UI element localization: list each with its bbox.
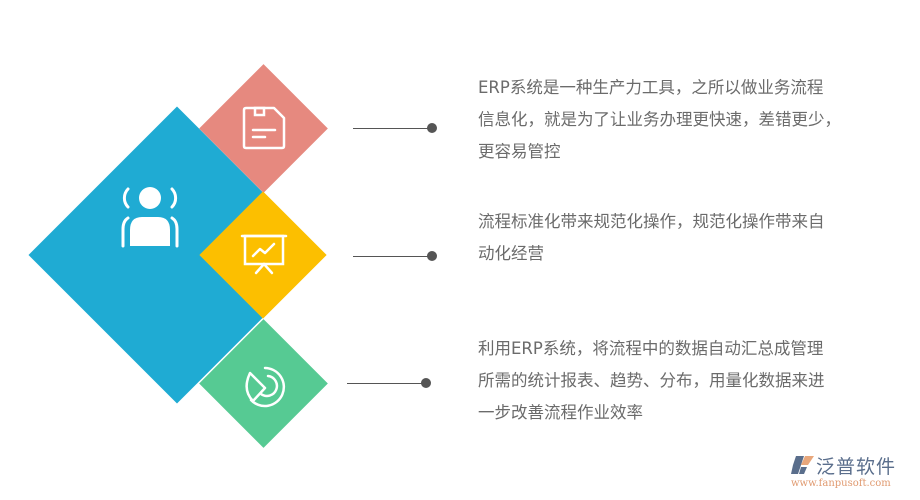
description-3-line-1: 利用ERP系统，将流程中的数据自动汇总成管理 <box>478 339 824 358</box>
connector-line-1 <box>353 128 431 129</box>
presentation-chart-icon <box>240 234 288 275</box>
connector-dot-3 <box>421 378 431 388</box>
logo-mark-icon <box>791 456 814 474</box>
person-broadcast-icon <box>121 187 179 248</box>
watermark-logo: 泛普软件 www.fanpusoft.com <box>788 452 913 494</box>
connector-dot-1 <box>427 123 437 133</box>
logo-name: 泛普软件 <box>816 456 897 478</box>
pie-chart-icon <box>245 366 286 408</box>
description-1-line-1: ERP系统是一种生产力工具，之所以做业务流程 <box>478 78 824 97</box>
logo-url: www.fanpusoft.com <box>791 478 891 489</box>
connector-line-2 <box>353 256 431 257</box>
description-2-line-2: 动化经营 <box>478 244 544 263</box>
connector-dot-2 <box>427 251 437 261</box>
description-2: 流程标准化带来规范化操作，规范化操作带来自 动化经营 <box>478 206 878 270</box>
description-3: 利用ERP系统，将流程中的数据自动汇总成管理 所需的统计报表、趋势、分布，用量化… <box>478 333 878 429</box>
description-1: ERP系统是一种生产力工具，之所以做业务流程 信息化，就是为了让业务办理更快速，… <box>478 72 878 168</box>
description-3-line-3: 一步改善流程作业效率 <box>478 403 643 422</box>
floppy-disk-icon <box>242 106 286 150</box>
description-3-line-2: 所需的统计报表、趋势、分布，用量化数据来进 <box>478 371 825 390</box>
connector-line-3 <box>347 383 425 384</box>
description-2-line-1: 流程标准化带来规范化操作，规范化操作带来自 <box>478 212 825 231</box>
description-1-line-2: 信息化，就是为了让业务办理更快速，差错更少， <box>478 110 841 129</box>
description-1-line-3: 更容易管控 <box>478 142 561 161</box>
